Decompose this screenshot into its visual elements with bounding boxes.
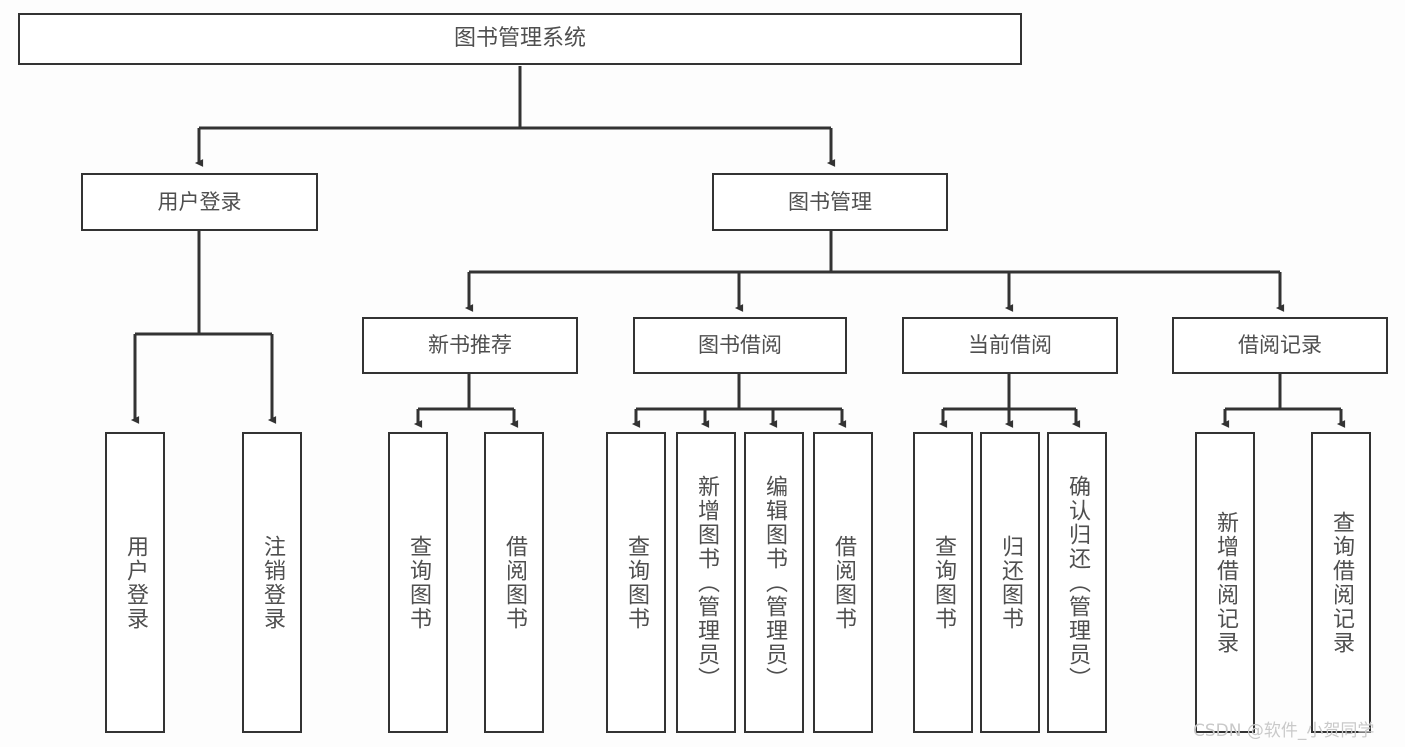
node-label: 编辑图书（管理员）: [762, 474, 787, 691]
node-label: 当前借阅: [968, 333, 1052, 358]
node-label: 新增图书（管理员）: [694, 474, 719, 691]
node-current-borrow[interactable]: 当前借阅: [902, 317, 1118, 374]
leaf-add-book-admin[interactable]: 新增图书（管理员）: [676, 432, 736, 733]
node-label: 图书借阅: [698, 333, 782, 358]
node-label: 归还图书: [998, 534, 1023, 631]
leaf-query-book-current[interactable]: 查询图书: [913, 432, 973, 733]
node-label: 用户登录: [123, 534, 148, 631]
leaf-logout-login[interactable]: 注销登录: [242, 432, 302, 733]
csdn-watermark: CSDN @软件_小贺同学: [1193, 721, 1375, 741]
node-label: 图书管理: [788, 189, 872, 214]
leaf-return-book[interactable]: 归还图书: [980, 432, 1040, 733]
node-book-management[interactable]: 图书管理: [712, 173, 948, 231]
node-label: 新增借阅记录: [1213, 510, 1238, 655]
node-label: 查询图书: [406, 534, 431, 631]
leaf-query-book-borrow[interactable]: 查询图书: [606, 432, 666, 733]
node-label: 查询图书: [931, 534, 956, 631]
node-borrow-record[interactable]: 借阅记录: [1172, 317, 1388, 374]
node-label: 用户登录: [157, 189, 242, 214]
leaf-query-borrow-record[interactable]: 查询借阅记录: [1311, 432, 1371, 733]
leaf-add-borrow-record[interactable]: 新增借阅记录: [1195, 432, 1255, 733]
leaf-borrow-book[interactable]: 借阅图书: [813, 432, 873, 733]
node-new-book-recommend[interactable]: 新书推荐: [362, 317, 578, 374]
node-book-borrow[interactable]: 图书借阅: [633, 317, 847, 374]
node-user-login[interactable]: 用户登录: [81, 173, 318, 231]
leaf-user-login[interactable]: 用户登录: [105, 432, 165, 733]
node-label: 注销登录: [260, 534, 285, 631]
node-label: 查询图书: [624, 534, 649, 631]
leaf-confirm-return-admin[interactable]: 确认归还（管理员）: [1047, 432, 1107, 733]
node-label: 确认归还（管理员）: [1065, 474, 1090, 691]
node-label: 查询借阅记录: [1329, 510, 1354, 655]
node-label: 借阅图书: [831, 534, 856, 631]
leaf-edit-book-admin[interactable]: 编辑图书（管理员）: [744, 432, 804, 733]
node-label: 新书推荐: [428, 333, 512, 358]
node-root-book-management-system[interactable]: 图书管理系统: [18, 13, 1022, 65]
leaf-query-book-recommend[interactable]: 查询图书: [388, 432, 448, 733]
leaf-borrow-book-recommend[interactable]: 借阅图书: [484, 432, 544, 733]
node-label: 图书管理系统: [453, 26, 586, 52]
node-label: 借阅记录: [1238, 333, 1322, 358]
node-label: 借阅图书: [502, 534, 527, 631]
